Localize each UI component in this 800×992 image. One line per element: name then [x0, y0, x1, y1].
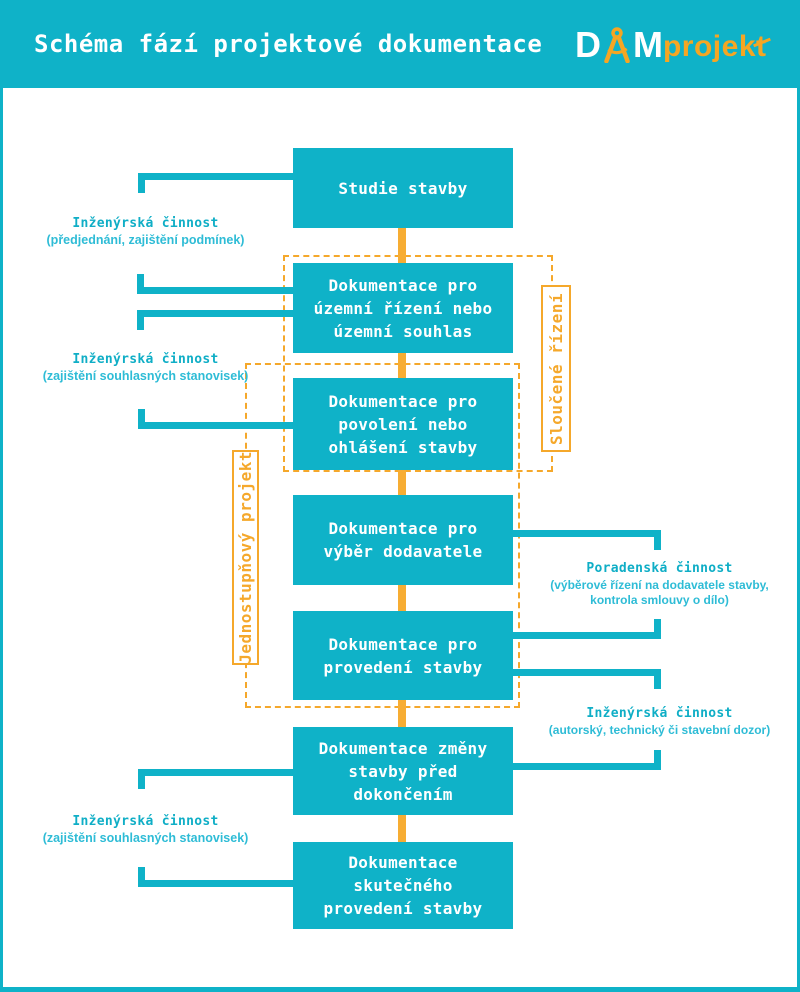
- page-title: Schéma fází projektové dokumentace: [34, 30, 543, 58]
- connector-tick: [654, 619, 661, 639]
- flow-box-label: Dokumentace pro povolení nebo ohlášení s…: [328, 391, 478, 457]
- annotation-title: Inženýrská činnost: [72, 814, 219, 829]
- logo-letter-d: D: [574, 23, 601, 65]
- group-label-jednostupnovy-projekt: Jednostupňový projekt: [232, 450, 259, 665]
- logo: D M projek t: [575, 26, 766, 63]
- connector-line: [137, 287, 293, 294]
- connector-line: [137, 310, 293, 317]
- annotation-title: Inženýrská činnost: [586, 706, 733, 721]
- flow-box-vyber-dodavatele: Dokumentace pro výběr dodavatele: [293, 495, 513, 585]
- annotation-subtitle: (výběrové řízení na dodavatele stavby, k…: [550, 578, 769, 607]
- flow-box-provedeni-stavby: Dokumentace pro provedení stavby: [293, 611, 513, 700]
- connector-line: [513, 530, 661, 537]
- flow-box-label: Dokumentace pro provedení stavby: [323, 634, 483, 677]
- group-label-text: Sloučené řízení: [546, 292, 566, 445]
- group-label-text: Jednostupňový projekt: [236, 451, 255, 664]
- logo-letter-t-slashed: t: [756, 29, 766, 63]
- annotation-inzenyrska-cinnost-2: Inženýrská činnost (zajištění souhlasnýc…: [33, 352, 258, 384]
- flow-box-label: Studie stavby: [338, 178, 468, 198]
- connector-tick: [138, 173, 145, 193]
- connector-tick: [137, 274, 144, 294]
- connector-tick: [654, 750, 661, 770]
- flow-box-label: Dokumentace pro výběr dodavatele: [323, 519, 483, 561]
- connector-tick: [138, 409, 145, 429]
- connector-line: [138, 422, 293, 429]
- logo-word-projekt: projek: [662, 29, 756, 63]
- flow-box-uzemni-rizeni: Dokumentace pro územní řízení nebo územn…: [293, 263, 513, 353]
- connector-line: [513, 763, 661, 770]
- flow-box-label: Dokumentace pro územní řízení nebo územn…: [313, 275, 493, 341]
- flow-box-label: Dokumentace skutečného provedení stavby: [323, 853, 483, 918]
- connector-tick: [138, 867, 145, 887]
- flow-box-povoleni-ohlaseni: Dokumentace pro povolení nebo ohlášení s…: [293, 378, 513, 470]
- connector-line: [138, 880, 293, 887]
- connector-tick: [654, 669, 661, 689]
- annotation-subtitle: (autorský, technický či stavební dozor): [548, 723, 771, 737]
- annotation-poradenska-cinnost: Poradenská činnost (výběrové řízení na d…: [543, 561, 776, 608]
- page-header: Schéma fází projektové dokumentace D M p…: [3, 0, 797, 88]
- annotation-subtitle: (zajištění souhlasných stanovisek): [42, 831, 249, 845]
- group-label-sloucene-rizeni: Sloučené řízení: [541, 285, 571, 452]
- connector-line: [138, 769, 293, 776]
- connector-tick: [137, 310, 144, 330]
- connector-tick: [138, 769, 145, 789]
- annotation-subtitle: (předjednání, zajištění podmínek): [46, 233, 245, 247]
- annotation-title: Inženýrská činnost: [72, 216, 219, 231]
- connector-tick: [654, 530, 661, 550]
- annotation-subtitle: (zajištění souhlasných stanovisek): [42, 369, 249, 383]
- flow-box-skutecne-provedeni: Dokumentace skutečného provedení stavby: [293, 842, 513, 929]
- annotation-inzenyrska-cinnost-1: Inženýrská činnost (předjednání, zajiště…: [33, 216, 258, 248]
- connector-line: [513, 632, 661, 639]
- logo-letter-m: M: [632, 23, 663, 65]
- annotation-inzenyrska-cinnost-3: Inženýrská činnost (autorský, technický …: [543, 706, 776, 738]
- flow-box-label: Dokumentace změny stavby před dokončením: [318, 738, 488, 804]
- flow-box-studie-stavby: Studie stavby: [293, 148, 513, 228]
- annotation-inzenyrska-cinnost-4: Inženýrská činnost (zajištění souhlasnýc…: [33, 814, 258, 846]
- connector-line: [138, 173, 293, 180]
- flow-box-zmeny-stavby: Dokumentace změny stavby před dokončením: [293, 727, 513, 815]
- annotation-title: Inženýrská činnost: [72, 352, 219, 367]
- compass-icon: [604, 26, 630, 63]
- annotation-title: Poradenská činnost: [586, 561, 733, 576]
- connector-line: [513, 669, 661, 676]
